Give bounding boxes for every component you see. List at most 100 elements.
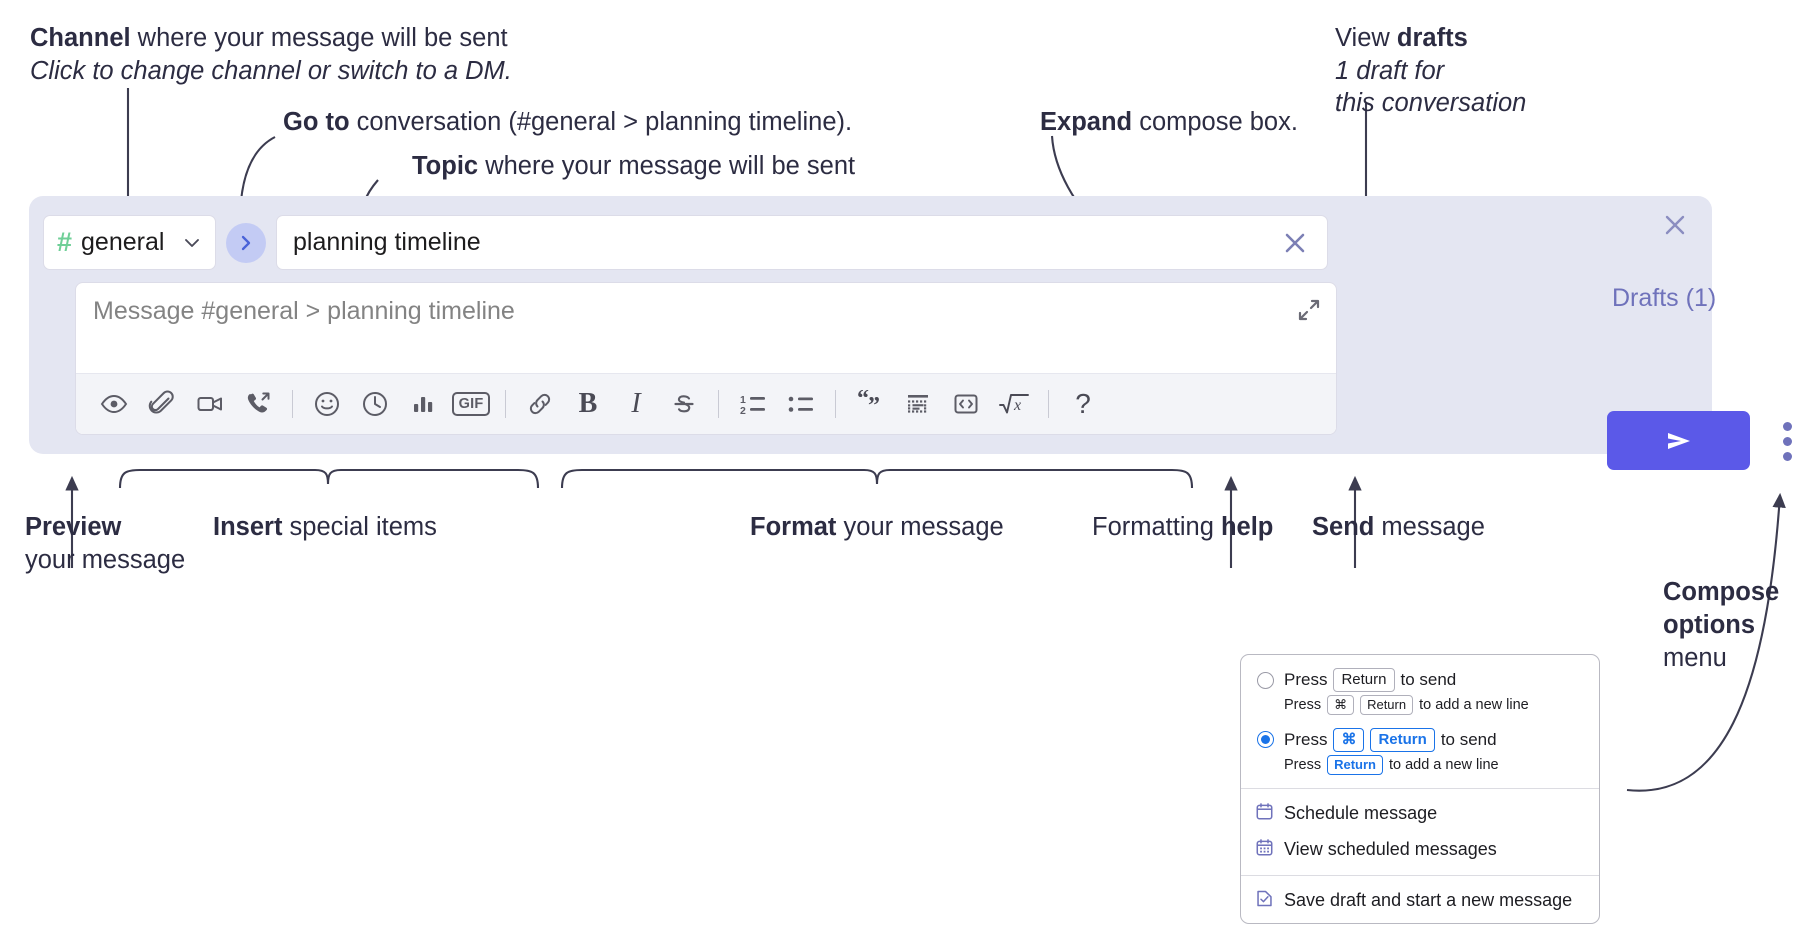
svg-text:2: 2 (740, 405, 746, 417)
radio-button[interactable] (1257, 671, 1274, 689)
annotation-channel-bold: Channel (30, 24, 131, 52)
annotation-topic-bold: Topic (412, 152, 479, 180)
menu-item-label: View scheduled messages (1284, 839, 1497, 860)
annotation-compose-plain: menu (1663, 644, 1727, 673)
clock-icon[interactable] (351, 380, 399, 428)
annotation-help-bold: help (1220, 513, 1274, 541)
svg-text:1: 1 (740, 394, 746, 406)
annotation-preview-bold: Preview (25, 513, 122, 541)
menu-item-save-draft[interactable]: Save draft and start a new message (1241, 883, 1599, 919)
annotation-goto-rest: conversation (#general > planning timeli… (349, 108, 853, 136)
toolbar-separator (718, 390, 719, 418)
option1-sub-pre: Press (1284, 697, 1322, 714)
annotation-format-rest: your message (836, 513, 1004, 541)
emoji-smiley-icon[interactable] (303, 380, 351, 428)
drafts-link[interactable]: Drafts (1) (1612, 284, 1717, 312)
bulleted-list-icon[interactable] (777, 380, 825, 428)
topic-value: planning timeline (293, 228, 481, 256)
annotation-compose-options: Compose options menu (1663, 576, 1779, 675)
send-option-cmd-return[interactable]: Press ⌘ Return to send (1241, 721, 1599, 753)
annotation-drafts: View drafts 1 draft for this conversatio… (1335, 22, 1526, 120)
annotation-expand-rest: compose box. (1132, 108, 1298, 136)
annotation-drafts-sub1: 1 draft for (1335, 56, 1445, 85)
audio-call-icon[interactable] (234, 380, 282, 428)
gif-icon[interactable]: GIF (447, 380, 495, 428)
italic-icon[interactable]: I (612, 380, 660, 428)
italic-label: I (631, 388, 641, 419)
toolbar-separator (1048, 390, 1049, 418)
annotation-channel: Channel where your message will be sent … (30, 22, 512, 87)
option2-post: to send (1440, 729, 1497, 749)
strikethrough-icon[interactable] (660, 380, 708, 428)
toolbar-separator (292, 390, 293, 418)
annotation-compose-bold1: Compose (1663, 578, 1780, 606)
annotation-help-plain: Formatting (1092, 513, 1221, 541)
menu-item-schedule-message[interactable]: Schedule message (1241, 796, 1599, 832)
radio-button-selected[interactable] (1257, 731, 1274, 749)
poll-bar-chart-icon[interactable] (399, 380, 447, 428)
send-option-return-sub: Press ⌘ Return to add a new line (1241, 692, 1599, 721)
annotation-preview-rest: your message (25, 545, 186, 574)
annotation-compose-bold2: options (1663, 611, 1756, 640)
help-label: ? (1075, 388, 1091, 419)
attachment-paperclip-icon[interactable] (138, 380, 186, 428)
math-latex-icon[interactable]: x (990, 380, 1038, 428)
menu-item-label: Save draft and start a new message (1284, 890, 1573, 911)
channel-picker[interactable]: # general (43, 215, 216, 270)
send-option-return[interactable]: Press Return to send (1241, 665, 1599, 693)
annotation-topic: Topic where your message will be sent (412, 150, 855, 183)
help-question-icon[interactable]: ? (1059, 380, 1107, 428)
message-input[interactable]: Message #general > planning timeline (93, 297, 515, 325)
send-paper-plane-icon (1667, 432, 1690, 449)
menu-item-view-scheduled-messages[interactable]: View scheduled messages (1241, 832, 1599, 868)
close-icon[interactable] (1658, 208, 1692, 242)
annotation-goto: Go to conversation (#general > planning … (283, 106, 852, 139)
key-return: Return (1360, 695, 1414, 715)
channel-name-label: general (81, 228, 165, 256)
link-icon[interactable] (516, 380, 564, 428)
option1-post: to send (1400, 670, 1457, 690)
close-icon[interactable] (1277, 225, 1313, 261)
send-button[interactable] (1607, 411, 1750, 470)
chevron-down-icon (182, 233, 202, 253)
video-camera-icon[interactable] (186, 380, 234, 428)
compose-options-menu: Press Return to send Press ⌘ Return to a… (1240, 654, 1600, 924)
annotation-format-bold: Format (750, 513, 837, 541)
annotation-send-rest: message (1374, 513, 1485, 541)
calendar-schedule-icon (1255, 802, 1274, 826)
goto-conversation-button[interactable] (226, 222, 266, 263)
dot (1782, 421, 1792, 431)
annotation-formatting-help: Formatting help (1092, 511, 1273, 544)
message-compose-box: Message #general > planning timeline (75, 282, 1337, 435)
vertical-dots-icon[interactable] (1774, 418, 1800, 464)
svg-text:”: ” (868, 393, 880, 418)
menu-divider (1241, 787, 1599, 789)
expand-icon[interactable] (1296, 297, 1322, 323)
annotation-insert: Insert special items (213, 511, 437, 544)
annotation-insert-rest: special items (282, 513, 437, 541)
menu-item-label: Schedule message (1284, 803, 1438, 824)
annotation-drafts-sub2: this conversation (1335, 89, 1527, 118)
annotation-channel-sub: Click to change channel or switch to a D… (30, 56, 512, 85)
preview-icon[interactable] (90, 380, 138, 428)
option2-sub-pre: Press (1284, 756, 1322, 773)
annotation-preview: Preview your message (25, 511, 185, 576)
inline-code-icon[interactable] (942, 380, 990, 428)
toolbar-separator (505, 390, 506, 418)
annotation-channel-rest: where your message will be sent (130, 24, 508, 52)
code-block-icon[interactable] (894, 380, 942, 428)
bold-icon[interactable]: B (564, 380, 612, 428)
annotation-send: Send message (1312, 511, 1485, 544)
blockquote-icon[interactable]: “” (846, 380, 894, 428)
bold-label: B (578, 388, 598, 419)
key-return: Return (1327, 755, 1383, 775)
key-command: ⌘ (1327, 695, 1355, 715)
annotation-topic-rest: where your message will be sent (478, 152, 856, 180)
topic-input[interactable]: planning timeline (276, 215, 1328, 270)
dot (1782, 436, 1792, 446)
send-option-cmd-return-sub: Press Return to add a new line (1241, 752, 1599, 781)
annotation-expand-bold: Expand (1040, 108, 1133, 136)
